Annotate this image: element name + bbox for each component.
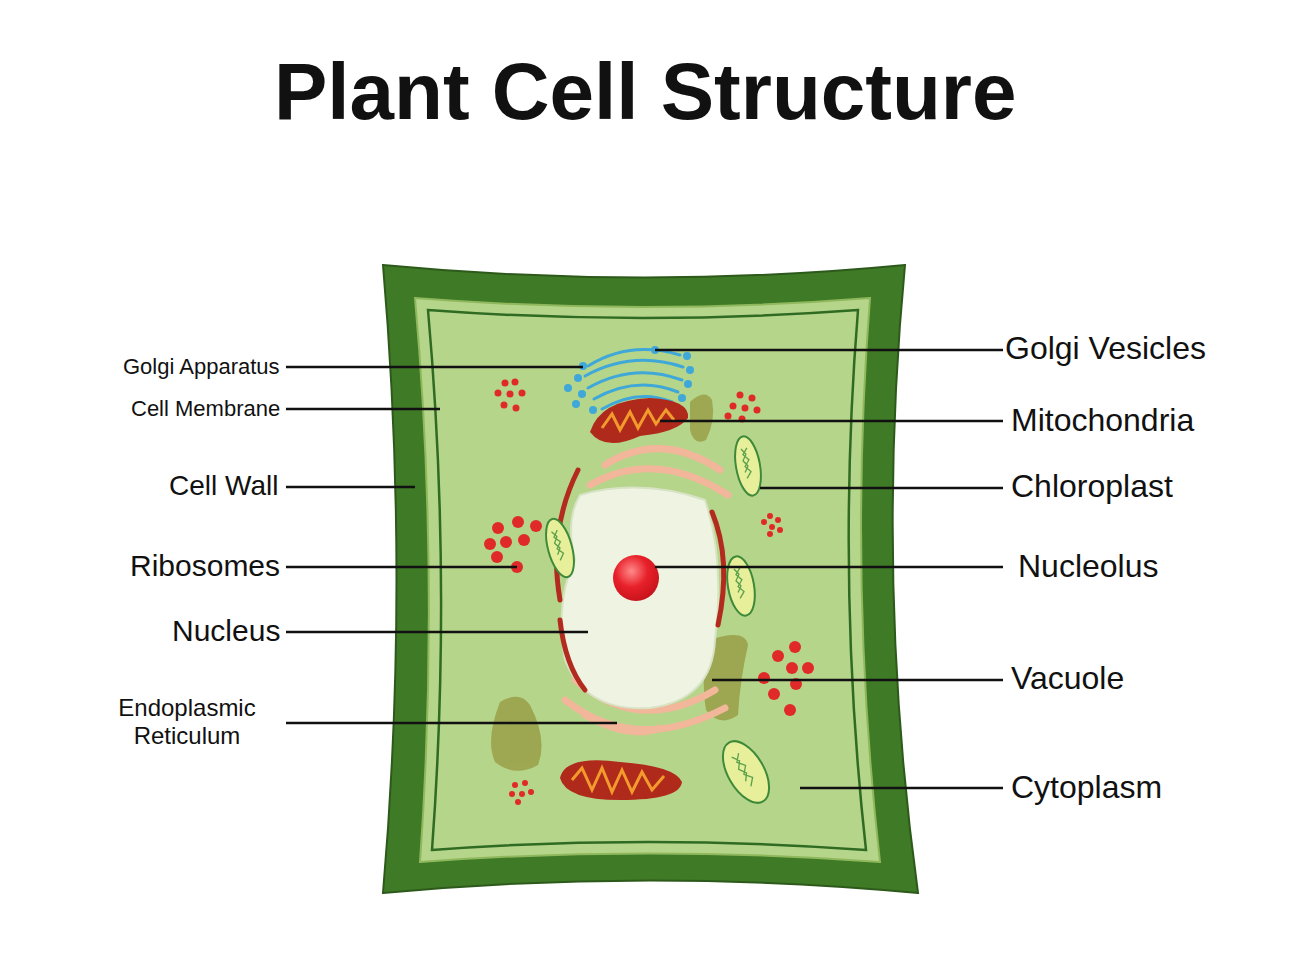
part-label: Golgi Apparatus [123,354,280,379]
part-label: Nucleolus [1018,548,1159,585]
part-label: Ribosomes [130,549,280,584]
diagram-title: Plant Cell Structure [274,46,1016,138]
part-label: Vacuole [1011,660,1124,697]
nucleus [562,488,719,709]
chloroplasts [541,434,779,810]
nucleolus [613,555,659,601]
cell-wall [383,265,918,893]
part-label: Nucleus [172,614,280,649]
cell-membrane [428,310,866,850]
nuclear-envelope [557,470,724,690]
part-label: Chloroplast [1011,468,1173,505]
part-label: Mitochondria [1011,402,1194,439]
part-label: Cytoplasm [1011,769,1162,806]
cytoplasm [415,298,880,862]
mitochondria [560,398,688,800]
part-label: Cell Membrane [131,396,280,421]
vacuoles [491,394,748,770]
part-label: Cell Wall [169,470,278,502]
part-label: Endoplasmic Reticulum [87,694,287,749]
leader-lines [286,350,1003,788]
ribosomes [484,379,814,806]
part-label: Golgi Vesicles [1005,330,1206,367]
